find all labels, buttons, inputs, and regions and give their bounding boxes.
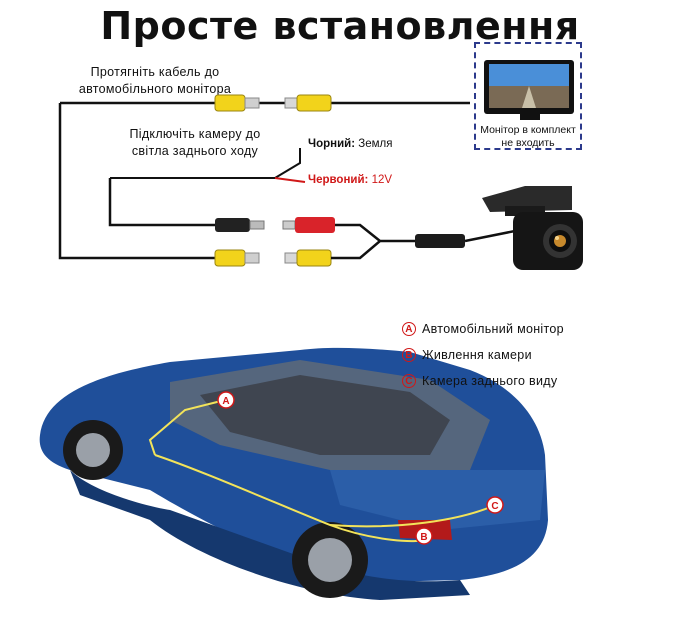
- monitor-caption-line2: не входить: [501, 137, 555, 149]
- camera-cable-merge: [331, 223, 415, 260]
- legend-mark-c: C: [402, 374, 416, 388]
- step-cable-line2: автомобільного монітора: [78, 82, 232, 96]
- red-wire-value: 12V: [371, 174, 393, 186]
- step-camera-line2: світла заднього ходу: [131, 144, 259, 158]
- legend-text-camera: Камера заднього виду: [422, 374, 558, 388]
- car-mark-a: [217, 391, 235, 409]
- legend-mark-a: A: [402, 322, 416, 336]
- legend-text-monitor: Автомобільний монітор: [422, 322, 564, 336]
- power-red-connector: [282, 217, 335, 233]
- camera-cable: [464, 228, 521, 243]
- power-loop-cable: [108, 178, 215, 227]
- monitor-caption-line1: Монітор в комплект: [480, 124, 576, 136]
- legend-item-monitor: A Автомобільний монітор: [402, 322, 564, 336]
- red-wire-label: Червоний: 12V: [308, 174, 392, 186]
- red-wire-name: Червоний:: [308, 174, 369, 186]
- legend-item-power: B Живлення камери: [402, 348, 532, 362]
- legend-text-power: Живлення камери: [422, 348, 532, 362]
- power-wire: [274, 177, 306, 183]
- rca-top-right: [284, 94, 332, 112]
- black-wire-value: Земля: [358, 138, 393, 150]
- page-title: Просте встановлення: [100, 4, 580, 48]
- rear-camera: [482, 186, 583, 270]
- ground-wire: [110, 148, 301, 179]
- car-mark-a-label: A: [222, 396, 229, 407]
- rca-bottom-right: [284, 249, 332, 267]
- step-cable-label: Протягніть кабель до автомобільного моні…: [60, 64, 250, 98]
- car-monitor: [484, 60, 574, 120]
- step-cable-line1: Протягніть кабель до: [90, 65, 220, 79]
- car-mark-b-label: B: [420, 532, 427, 543]
- legend-item-camera: C Камера заднього виду: [402, 374, 557, 388]
- car-mark-c-label: C: [491, 501, 498, 512]
- left-loop-cable: [58, 103, 215, 260]
- car-mark-b: [415, 527, 433, 545]
- rca-top-left: [214, 94, 260, 112]
- step-camera-label: Підключіть камеру до світла заднього ход…: [110, 126, 280, 160]
- step-camera-line1: Підключіть камеру до: [129, 127, 261, 141]
- black-wire-name: Чорний:: [308, 138, 356, 150]
- monitor-frame: [474, 42, 582, 150]
- black-wire-label: Чорний: Земля: [308, 138, 392, 150]
- monitor-caption: Монітор в комплект не входить: [474, 124, 582, 150]
- power-black-connector: [215, 218, 265, 232]
- inline-module: [415, 234, 465, 248]
- legend-mark-b: B: [402, 348, 416, 362]
- rca-bottom-left: [214, 249, 260, 267]
- car-mark-c: [486, 496, 504, 514]
